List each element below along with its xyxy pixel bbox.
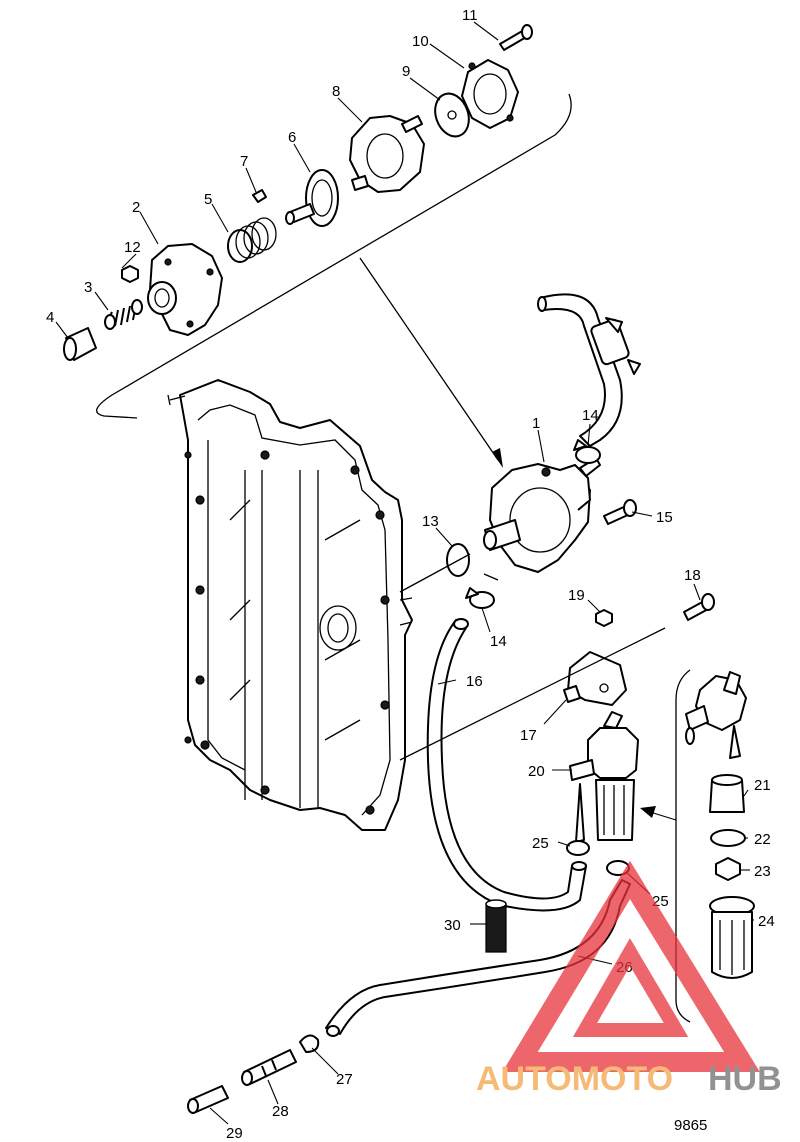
part-17-bracket — [563, 651, 627, 706]
watermark-hub: HUB — [708, 1060, 782, 1098]
part-7-pin — [252, 189, 267, 203]
callout-7: 7 — [240, 153, 248, 170]
callout-23: 23 — [754, 863, 771, 880]
callout-29: 29 — [226, 1125, 243, 1142]
watermark-triangle — [502, 860, 760, 1072]
part-15-screw — [603, 499, 637, 525]
part-23-nut — [715, 857, 741, 881]
callout-19: 19 — [568, 587, 585, 604]
filter-head-detail — [685, 671, 747, 759]
callout-labels: 1 2 3 4 5 6 7 8 9 10 11 12 13 14 14 15 1… — [46, 7, 775, 1142]
part-20-fuel-filter — [569, 711, 639, 843]
callout-21: 21 — [754, 777, 771, 794]
part-18-screw — [683, 593, 715, 621]
callout-11: 11 — [462, 7, 478, 24]
callout-22: 22 — [754, 831, 771, 848]
part-1-fuel-pump — [483, 457, 601, 573]
part-19-nut — [595, 609, 613, 627]
part-11-screw — [499, 24, 533, 51]
callout-9: 9 — [402, 63, 410, 80]
part-10-cap — [461, 59, 519, 129]
figure-number: 9865 — [674, 1117, 707, 1134]
callout-6: 6 — [288, 129, 296, 146]
callout-25a: 25 — [532, 835, 549, 852]
part-4-plug — [63, 327, 97, 361]
callout-16: 16 — [466, 673, 483, 690]
callout-12: 12 — [124, 239, 141, 256]
callout-20: 20 — [528, 763, 545, 780]
part-8-pump-body — [349, 115, 425, 193]
block-cover-plate — [167, 379, 413, 831]
callout-14a: 14 — [582, 407, 599, 424]
part-28-fitting — [241, 1049, 297, 1086]
callout-24: 24 — [758, 913, 775, 930]
part-2-pump-cover — [147, 243, 223, 336]
callout-28: 28 — [272, 1103, 289, 1120]
part-25-clamp-a — [566, 840, 590, 856]
callout-1: 1 — [532, 415, 540, 432]
part-30-sleeve — [485, 899, 507, 953]
callout-15: 15 — [656, 509, 673, 526]
callout-18: 18 — [684, 567, 701, 584]
part-5-spring — [227, 217, 277, 263]
callout-27: 27 — [336, 1071, 353, 1088]
callout-8: 8 — [332, 83, 340, 100]
callout-17: 17 — [520, 727, 537, 744]
callout-5: 5 — [204, 191, 212, 208]
watermark-automoto: AUTOMOTO — [476, 1060, 673, 1098]
callout-13: 13 — [422, 513, 439, 530]
part-6-diaphragm — [285, 169, 339, 227]
watermark: AUTOMOTO HUB — [476, 860, 782, 1098]
upper-fuel-hose — [537, 293, 641, 447]
part-29-plug — [187, 1085, 229, 1114]
callout-10: 10 — [412, 33, 429, 50]
callout-14b: 14 — [490, 633, 507, 650]
part-3-spring — [104, 299, 143, 330]
fuel-pump-exploded-enclosure — [96, 93, 572, 468]
callout-4: 4 — [46, 309, 54, 326]
part-12-nut — [121, 265, 139, 283]
part-9-disc — [434, 92, 470, 138]
filter-exploded-enclosure — [640, 669, 691, 1023]
part-14-clamp-upper — [573, 439, 601, 464]
part-22-oring — [710, 829, 746, 847]
callout-2: 2 — [132, 199, 140, 216]
assembly-lines — [399, 553, 666, 761]
leader-lines — [55, 21, 754, 1125]
part-24-bowl — [709, 896, 755, 979]
part-16-hose — [426, 618, 587, 912]
part-27-clip — [299, 1034, 320, 1053]
callout-3: 3 — [84, 279, 92, 296]
part-21-element — [709, 774, 745, 813]
part-14-clamp-lower — [465, 587, 495, 609]
callout-30: 30 — [444, 917, 461, 934]
